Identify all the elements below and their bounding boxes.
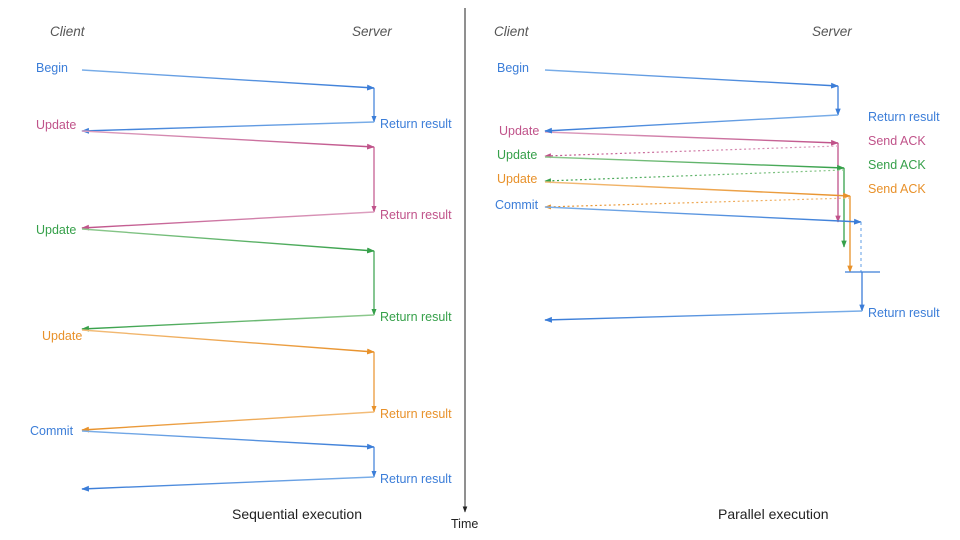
request-arrow [81, 130, 375, 150]
return-result-label: Return result [868, 306, 940, 320]
return-result-label: Return result [380, 407, 452, 421]
return-result-label: Return result [380, 117, 452, 131]
client-header-left: Client [50, 24, 85, 39]
message-label-commit: Commit [30, 424, 74, 438]
server-header-left: Server [352, 24, 392, 39]
message-label-update: Update [36, 118, 77, 132]
reply-arrow [81, 211, 375, 231]
message-label-update: Update [42, 329, 83, 343]
send-ack-label: Send ACK [868, 158, 926, 172]
request-arrow [544, 69, 839, 89]
ack-arrow [544, 145, 839, 159]
reply-arrow [544, 114, 839, 134]
message-label-begin: Begin [497, 61, 529, 75]
return-result-label: Return result [868, 110, 940, 124]
reply-arrow [81, 121, 375, 134]
request-arrow [544, 181, 851, 199]
message-label-begin: Begin [36, 61, 68, 75]
send-ack-label: Send ACK [868, 134, 926, 148]
request-arrow [81, 69, 375, 91]
return-result-label: Return result [380, 310, 452, 324]
ack-arrow [544, 197, 851, 210]
message-label-update: Update [499, 124, 540, 138]
message-label-update: Update [36, 223, 77, 237]
request-arrow [81, 228, 375, 254]
server-header-right: Server [812, 24, 852, 39]
message-label-update: Update [497, 148, 538, 162]
request-arrow [544, 131, 839, 146]
return-result-label: Return result [380, 208, 452, 222]
client-header-right: Client [494, 24, 529, 39]
send-ack-label: Send ACK [868, 182, 926, 196]
time-axis-label: Time [451, 517, 479, 531]
request-arrow [544, 156, 845, 171]
request-arrow [81, 430, 375, 450]
request-arrow [81, 329, 375, 355]
request-arrow [544, 206, 862, 225]
panel-caption-parallel: Parallel execution [718, 506, 829, 522]
reply-arrow [81, 476, 375, 492]
message-label-update: Update [497, 172, 538, 186]
reply-arrow [544, 310, 863, 323]
panel-caption-sequential: Sequential execution [232, 506, 362, 522]
ack-arrow [544, 169, 845, 184]
return-result-label: Return result [380, 472, 452, 486]
reply-arrow [81, 314, 375, 332]
message-label-commit: Commit [495, 198, 539, 212]
reply-arrow [81, 411, 375, 433]
